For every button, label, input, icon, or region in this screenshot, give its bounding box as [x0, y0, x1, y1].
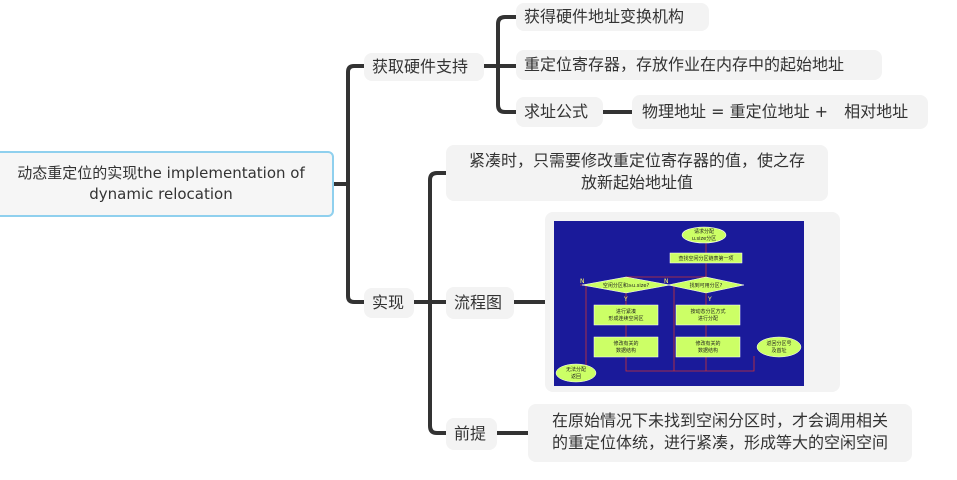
node-premise-line2: 的重定位体统，进行紧凑，形成等大的空闲空间	[551, 433, 888, 452]
flowchart-decision-space-text: 空闲分区和≥u.size?	[603, 282, 650, 289]
flowchart-decision-found	[667, 276, 745, 294]
flowchart-modify-box-1	[593, 336, 659, 358]
node-formula-expression[interactable]: 物理地址 = 重定位地址 + 相对地址	[632, 95, 928, 129]
flowchart-background	[554, 221, 804, 386]
flowchart-image: 请求分配 u.size分区 查找空闲分区链表第一项 空闲分区和≥u.size? …	[554, 221, 804, 386]
node-premise-text[interactable]: 在原始情况下未找到空闲分区时，才会调用相关 的重定位体统，进行紧凑，形成等大的空…	[528, 404, 912, 462]
flowchart-decision-found-text: 找到可用分区?	[690, 282, 723, 289]
node-address-translation-label: 获得硬件地址变换机构	[524, 7, 685, 26]
node-compaction[interactable]: 紧凑时，只需要修改重定位寄存器的值，使之存 放新起始地址值	[446, 145, 828, 201]
flowchart-modify1-text2: 数据结构	[616, 347, 636, 354]
flowchart-compact-box	[593, 304, 659, 326]
node-address-formula-label: 求址公式	[524, 102, 589, 121]
flowchart-yes-label-2: Y	[707, 296, 712, 303]
root-node[interactable]: 动态重定位的实现the implementation of dynamic re…	[0, 151, 334, 217]
node-address-translation[interactable]: 获得硬件地址变换机构	[516, 3, 709, 31]
flowchart-fail-oval	[555, 363, 597, 383]
node-compaction-line2: 放新起始地址值	[580, 173, 693, 192]
flowchart-allocate-text1: 按动态分区方式	[690, 308, 725, 315]
branch-implementation-label: 实现	[372, 293, 405, 312]
node-compaction-line1: 紧凑时，只需要修改重定位寄存器的值，使之存	[468, 151, 805, 170]
flowchart-allocate-box	[675, 304, 741, 326]
flowchart-modify1-text1: 修改有关的	[613, 340, 638, 347]
flowchart-return-text2: 及首址	[771, 347, 786, 354]
flowchart-search-box	[669, 252, 743, 264]
flowchart-drawing: 请求分配 u.size分区 查找空闲分区链表第一项 空闲分区和≥u.size? …	[554, 221, 804, 386]
node-address-formula[interactable]: 求址公式	[516, 97, 603, 127]
flowchart-fail-text1: 无法分配	[566, 366, 586, 373]
flowchart-modify2-text2: 数据结构	[698, 347, 718, 354]
branch-hardware-support-label: 获取硬件支持	[372, 57, 469, 76]
flowchart-start-text2: u.size分区	[692, 235, 716, 242]
root-title-line1: 动态重定位的实现the implementation of	[17, 164, 305, 182]
flowchart-compact-text2: 形成连续空闲区	[608, 315, 643, 322]
flowchart-start-oval	[681, 226, 727, 244]
flowchart-no-label-1: N	[580, 278, 585, 285]
flowchart-allocate-text2: 进行分配	[698, 315, 718, 322]
node-formula-expression-label: 物理地址 = 重定位地址 + 相对地址	[642, 102, 909, 121]
flowchart-search-text: 查找空闲分区链表第一项	[678, 255, 733, 262]
flowchart-modify-box-2	[675, 336, 741, 358]
node-flowchart-label: 流程图	[454, 293, 503, 312]
flowchart-no-label-2: N	[664, 278, 669, 285]
flowchart-return-oval	[756, 336, 802, 358]
flowchart-start-text: 请求分配	[694, 228, 714, 235]
branch-hardware-support[interactable]: 获取硬件支持	[364, 53, 484, 81]
node-flowchart[interactable]: 流程图	[446, 287, 514, 319]
node-premise-line1: 在原始情况下未找到空闲分区时，才会调用相关	[551, 411, 888, 430]
root-title-line2: dynamic relocation	[89, 185, 233, 203]
flowchart-modify2-text1: 修改有关的	[695, 340, 720, 347]
node-premise-label: 前提	[454, 424, 487, 443]
node-premise[interactable]: 前提	[446, 418, 497, 450]
flowchart-return-text1: 返回分区号	[766, 340, 791, 347]
flowchart-yes-label-1: Y	[623, 296, 628, 303]
flowchart-compact-text1: 进行紧凑	[616, 308, 636, 315]
node-relocation-register-label: 重定位寄存器，存放作业在内存中的起始地址	[524, 55, 845, 74]
flowchart-fail-text2: 返回	[571, 373, 581, 380]
node-relocation-register[interactable]: 重定位寄存器，存放作业在内存中的起始地址	[516, 50, 882, 80]
branch-implementation[interactable]: 实现	[364, 288, 414, 318]
